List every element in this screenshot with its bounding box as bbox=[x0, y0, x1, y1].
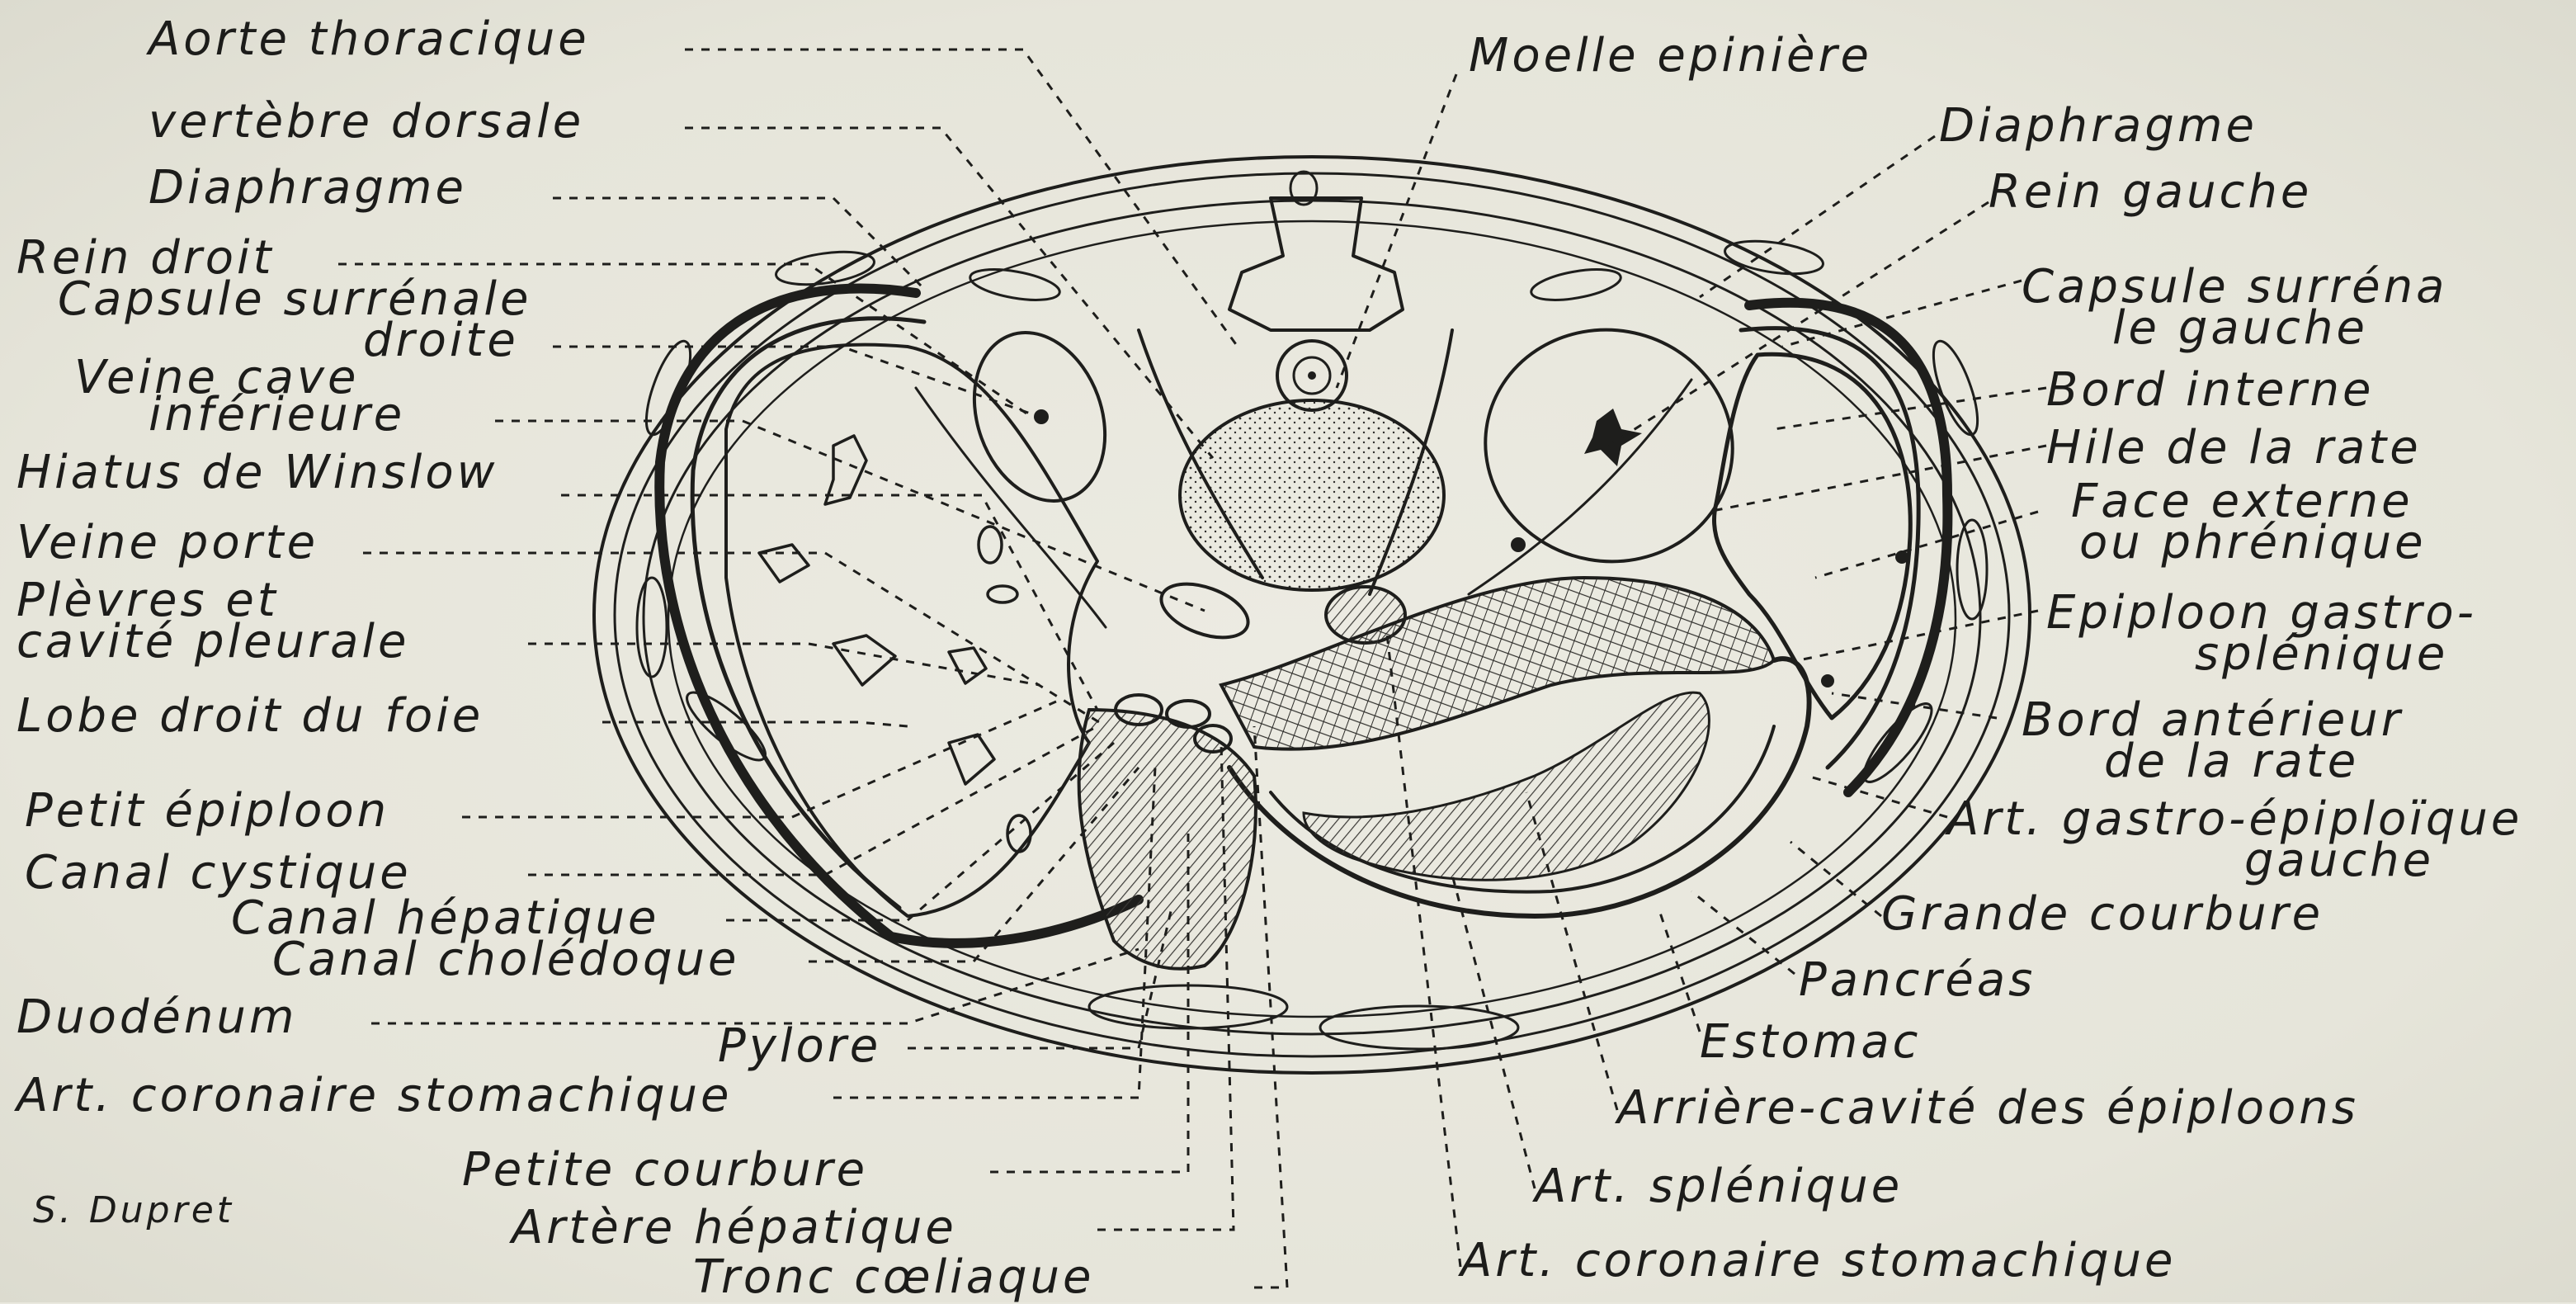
vertebra bbox=[1180, 172, 1444, 590]
label-estomac: Estomac bbox=[1700, 1019, 1921, 1065]
label-tronc-coeliaque: Tronc cœliaque bbox=[693, 1254, 1095, 1301]
label-bord-interne: Bord interne bbox=[2046, 367, 2374, 413]
label-moelle-epiniere: Moelle epinière bbox=[1469, 33, 1872, 79]
label-art-splenique: Art. splénique bbox=[1535, 1164, 1903, 1210]
label-gauche: gauche bbox=[2244, 838, 2434, 884]
label-duodenum: Duodénum bbox=[17, 995, 297, 1041]
label-diaphragme-right: Diaphragme bbox=[1939, 103, 2258, 149]
label-art-coronaire-left: Art. coronaire stomachique bbox=[17, 1073, 732, 1119]
label-aorte-thoracique: Aorte thoracique bbox=[149, 17, 590, 63]
label-artere-hepatique: Artère hépatique bbox=[512, 1205, 957, 1251]
label-vertebre-dorsale: vertèbre dorsale bbox=[149, 99, 584, 145]
label-canal-choledoque: Canal cholédoque bbox=[272, 937, 739, 983]
label-diaphragme-left: Diaphragme bbox=[149, 165, 467, 211]
label-cavite-pleurale: cavité pleurale bbox=[17, 619, 409, 665]
label-petit-epiploon: Petit épiploon bbox=[25, 788, 389, 834]
label-art-coronaire-right: Art. coronaire stomachique bbox=[1460, 1238, 2176, 1284]
duodenum-pylorus bbox=[1079, 695, 1256, 969]
label-hile-rate: Hile de la rate bbox=[2046, 425, 2422, 471]
label-de-la-rate: de la rate bbox=[2104, 739, 2359, 785]
label-hiatus-winslow: Hiatus de Winslow bbox=[17, 450, 498, 496]
label-petite-courbure: Petite courbure bbox=[462, 1147, 868, 1193]
label-canal-cystique: Canal cystique bbox=[25, 850, 412, 896]
label-ou-phrenique: ou phrénique bbox=[2079, 520, 2427, 566]
label-grande-courbure: Grande courbure bbox=[1881, 891, 2324, 938]
label-arriere-cavite: Arrière-cavité des épiploons bbox=[1617, 1085, 2359, 1132]
label-capsule-droite: droite bbox=[363, 318, 519, 364]
label-le-gauche: le gauche bbox=[2112, 305, 2368, 352]
label-veine-porte: Veine porte bbox=[17, 520, 318, 566]
label-splenique: splénique bbox=[2195, 631, 2448, 678]
label-inferieure: inférieure bbox=[149, 392, 405, 438]
label-art-gastro-epiploique: Art. gastro-épiploïque bbox=[1947, 796, 2522, 843]
label-pylore: Pylore bbox=[718, 1023, 881, 1070]
artist-signature: S. Dupret bbox=[33, 1193, 234, 1229]
label-pancreas: Pancréas bbox=[1799, 957, 2036, 1004]
label-rein-gauche: Rein gauche bbox=[1989, 169, 2312, 215]
label-lobe-droit-foie: Lobe droit du foie bbox=[17, 693, 484, 739]
